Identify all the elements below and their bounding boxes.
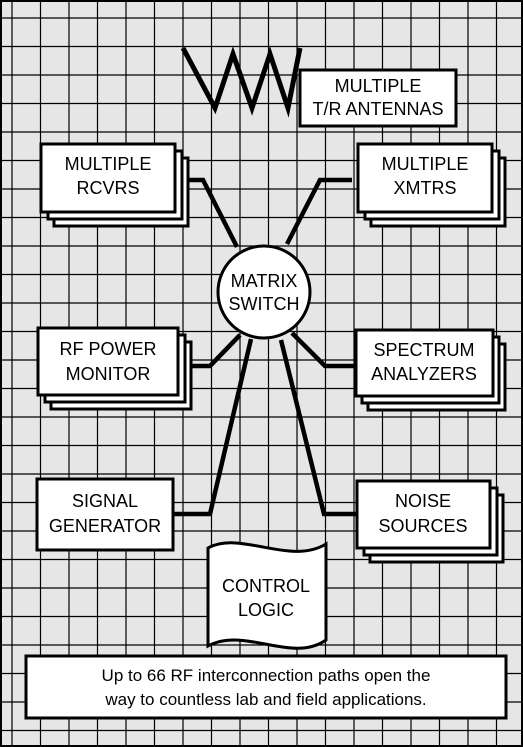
spectrum-analyzers-label-line2: ANALYZERS (371, 364, 477, 384)
spectrum-analyzers-label-line1: SPECTRUM (373, 340, 474, 360)
receivers-label-line1: MULTIPLE (65, 154, 152, 174)
antennas-node: MULTIPLE T/R ANTENNAS (298, 68, 458, 128)
receivers-node: MULTIPLE RCVRS (39, 142, 190, 228)
caption-line2: way to countless lab and field applicati… (104, 690, 426, 709)
caption-line1: Up to 66 RF interconnection paths open t… (102, 666, 431, 685)
wire-noise-sources (278, 339, 356, 517)
transmitters-label-line2: XMTRS (394, 178, 457, 198)
matrix-switch-label-line1: MATRIX (231, 271, 298, 291)
matrix-switch-node: MATRIX SWITCH (216, 244, 312, 340)
signal-generator-node: SIGNAL GENERATOR (35, 477, 175, 552)
antennas-label-line1: MULTIPLE (335, 76, 422, 96)
wire-transmitters (285, 177, 352, 246)
signal-generator-label-line1: SIGNAL (72, 491, 138, 511)
noise-sources-label-line1: NOISE (395, 491, 451, 511)
antennas-label-line2: T/R ANTENNAS (312, 99, 443, 119)
wire-rf-power-monitor (188, 333, 242, 369)
wire-signal-generator (173, 338, 254, 517)
control-logic-label-line2: LOGIC (238, 600, 294, 620)
spectrum-analyzers-node: SPECTRUM ANALYZERS (354, 328, 507, 412)
control-logic-label-line1: CONTROL (222, 576, 310, 596)
transmitters-node: MULTIPLE XMTRS (356, 142, 507, 228)
caption-box: Up to 66 RF interconnection paths open t… (24, 654, 508, 720)
wire-spectrum-analyzers (290, 331, 356, 369)
control-logic-node: CONTROL LOGIC (206, 541, 328, 650)
connection-wires (173, 177, 356, 517)
antenna-icon (180, 46, 303, 118)
receivers-label-line2: RCVRS (76, 178, 139, 198)
rf-power-monitor-node: RF POWER MONITOR (36, 326, 193, 411)
rf-power-monitor-label-line1: RF POWER (60, 339, 157, 359)
signal-generator-label-line2: GENERATOR (49, 516, 161, 536)
noise-sources-node: NOISE SOURCES (355, 479, 505, 564)
matrix-switch-label-line2: SWITCH (229, 294, 300, 314)
noise-sources-label-line2: SOURCES (378, 516, 467, 536)
transmitters-label-line1: MULTIPLE (382, 154, 469, 174)
rf-power-monitor-label-line2: MONITOR (66, 364, 151, 384)
